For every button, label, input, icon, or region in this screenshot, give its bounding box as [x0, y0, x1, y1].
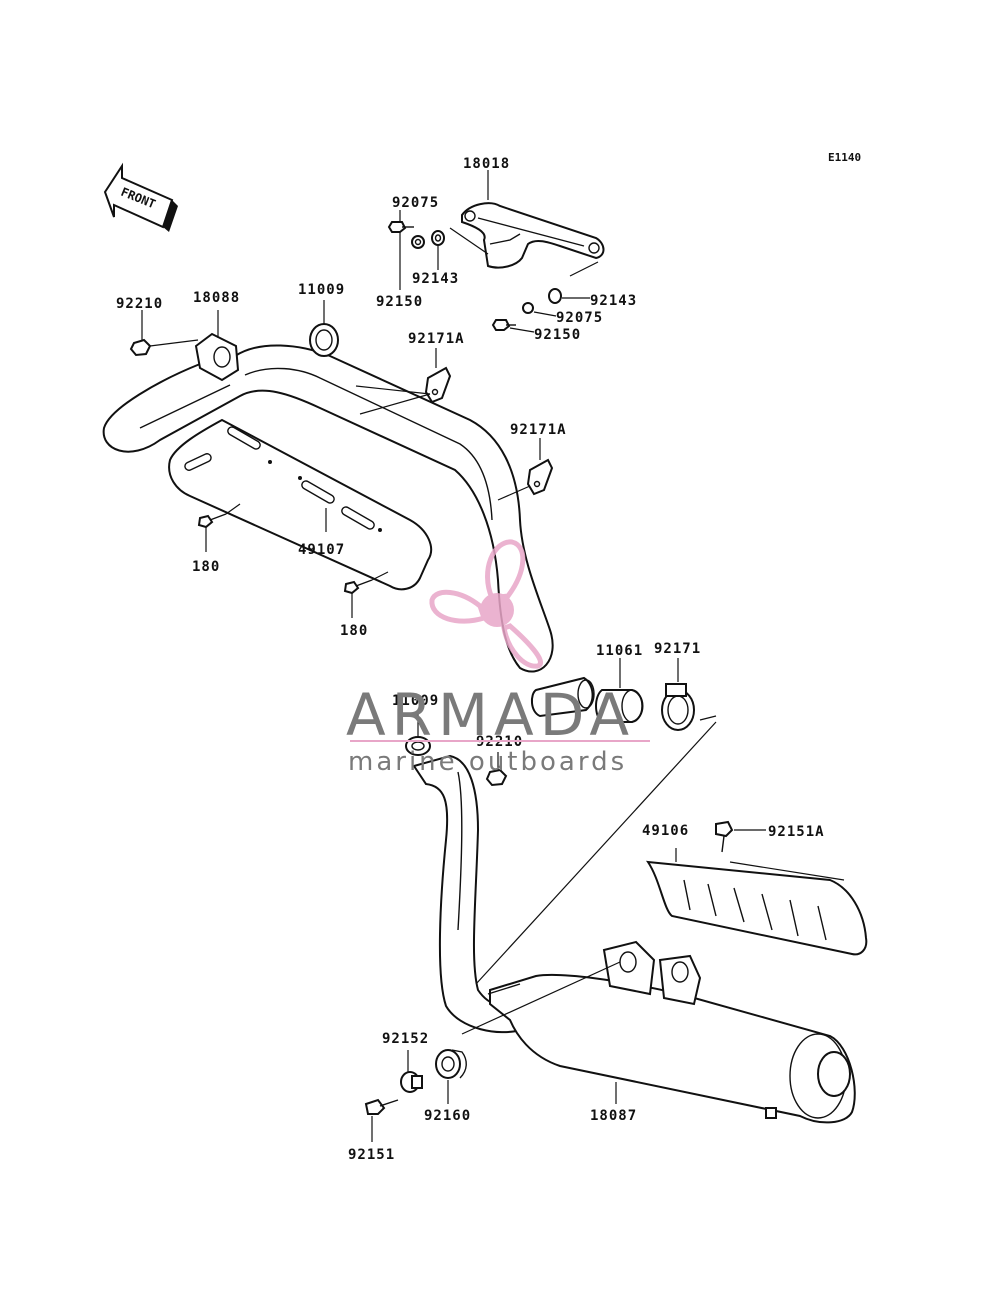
- heat-guard-49107: [168, 418, 433, 591]
- washer-92143-right: [548, 288, 562, 304]
- bracket-18018: [461, 202, 605, 269]
- label-11061: 11061: [596, 643, 643, 659]
- bracket-92171a-upper: [424, 366, 452, 404]
- label-92151: 92151: [348, 1147, 395, 1163]
- label-11009-top: 11009: [298, 282, 345, 298]
- nut-92210-mid: [485, 768, 508, 787]
- sleeve-11061: [595, 689, 644, 723]
- label-18087: 18087: [590, 1108, 637, 1124]
- label-92150-right: 92150: [534, 327, 581, 343]
- muffler-18087: [487, 940, 856, 1124]
- diagram-code: E1140: [828, 151, 861, 164]
- label-180-lower: 180: [340, 623, 368, 639]
- washer-92143-top: [431, 230, 445, 246]
- label-92075-top: 92075: [392, 195, 439, 211]
- heat-guard-49106: [645, 860, 868, 956]
- label-49106: 49106: [642, 823, 689, 839]
- bolt-92151a: [715, 820, 734, 853]
- label-92143-top: 92143: [412, 271, 459, 287]
- clamp-92171: [661, 683, 695, 731]
- front-arrow-icon: FRONT: [103, 162, 178, 232]
- label-18088: 18088: [193, 290, 240, 306]
- label-49107: 49107: [298, 542, 345, 558]
- label-180-left: 180: [192, 559, 220, 575]
- screw-180-left: [197, 513, 227, 529]
- label-11009-mid: 11009: [392, 693, 439, 709]
- label-92171a-upper: 92171A: [408, 331, 465, 347]
- label-92210-top: 92210: [116, 296, 163, 312]
- label-92075-right: 92075: [556, 310, 603, 326]
- flange-18088: [194, 332, 240, 382]
- label-92171a-mid: 92171A: [510, 422, 567, 438]
- watermark-tagline: marine outboards: [348, 747, 627, 777]
- collar-92152: [400, 1071, 423, 1093]
- label-92150-top: 92150: [376, 294, 423, 310]
- bracket-92171a-mid: [526, 458, 554, 496]
- nut-92210-top: [129, 338, 152, 357]
- washer-92075-top: [411, 235, 425, 249]
- screw-180-lower: [343, 579, 373, 595]
- label-18018: 18018: [463, 156, 510, 172]
- bolt-92150-right: [491, 319, 516, 331]
- label-92151a: 92151A: [768, 824, 825, 840]
- label-92143-right: 92143: [590, 293, 637, 309]
- grommet-92160: [435, 1049, 467, 1079]
- label-92171: 92171: [654, 641, 701, 657]
- label-92160: 92160: [424, 1108, 471, 1124]
- watermark-brand: ARMADA: [346, 681, 635, 749]
- pipe-end: [530, 676, 595, 718]
- gasket-11009-top: [309, 323, 339, 357]
- bolt-92150-top: [387, 221, 414, 233]
- washer-92075-right: [522, 302, 534, 314]
- armada-logo-icon: [429, 539, 543, 669]
- bolt-92151: [364, 1098, 399, 1115]
- label-92152: 92152: [382, 1031, 429, 1047]
